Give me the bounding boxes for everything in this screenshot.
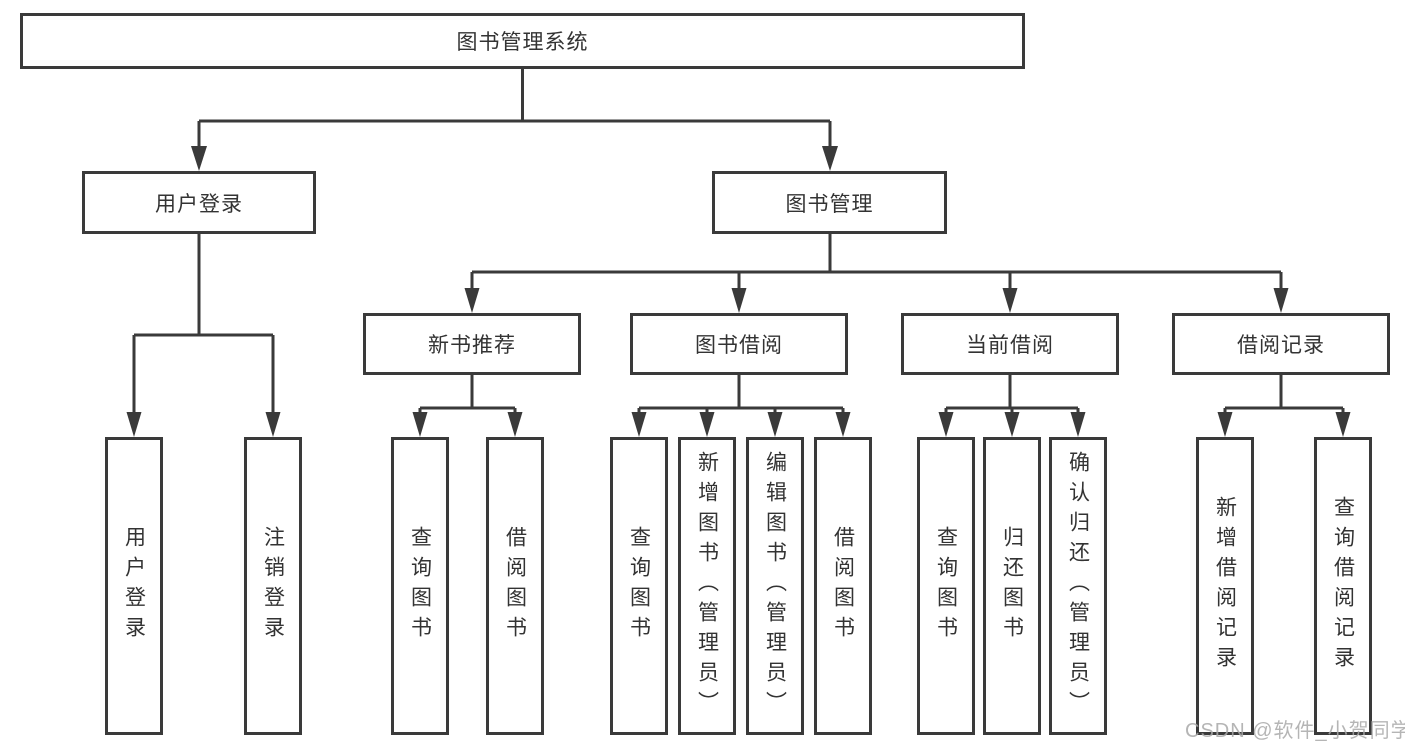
connector-new-book-recommend-branch [412,375,523,437]
leaf-label: 查询图书 [934,526,958,646]
leaf-label: 归还图书 [1000,526,1024,646]
leaf-edit-book-admin: 编辑图书（管理员） [746,437,804,735]
leaf-query-borrow-record: 查询借阅记录 [1314,437,1372,735]
connector-current-borrow-branch [938,375,1086,437]
connector-book-management-to-level3 [464,234,1289,313]
leaf-query-books-current: 查询图书 [917,437,975,735]
leaf-label: 确认归还（管理员） [1066,451,1090,721]
connector-root-to-level2 [191,69,838,171]
leaf-label: 查询图书 [627,526,651,646]
leaf-label: 注销登录 [261,526,285,646]
leaf-borrow-books-recommend: 借阅图书 [486,437,544,735]
leaf-label: 新增借阅记录 [1213,496,1237,676]
leaf-label: 编辑图书（管理员） [763,451,787,721]
connector-borrow-records-branch [1217,375,1351,437]
leaf-label: 借阅图书 [831,526,855,646]
node-root: 图书管理系统 [20,13,1025,69]
node-user-login: 用户登录 [82,171,316,234]
leaf-add-borrow-record: 新增借阅记录 [1196,437,1254,735]
node-borrow-records: 借阅记录 [1172,313,1390,375]
leaf-add-book-admin: 新增图书（管理员） [678,437,736,735]
connector-book-borrow-branch [631,375,851,437]
node-new-book-recommend: 新书推荐 [363,313,581,375]
leaf-return-books: 归还图书 [983,437,1041,735]
leaf-label: 新增图书（管理员） [695,451,719,721]
node-book-management: 图书管理 [712,171,947,234]
leaf-label: 查询图书 [408,526,432,646]
leaf-label: 用户登录 [122,526,146,646]
leaf-confirm-return-admin: 确认归还（管理员） [1049,437,1107,735]
leaf-label: 借阅图书 [503,526,527,646]
leaf-query-books-recommend: 查询图书 [391,437,449,735]
leaf-borrow-books: 借阅图书 [814,437,872,735]
node-current-borrow: 当前借阅 [901,313,1119,375]
leaf-logout-login: 注销登录 [244,437,302,735]
leaf-user-login: 用户登录 [105,437,163,735]
leaf-query-books-borrow: 查询图书 [610,437,668,735]
csdn-watermark: CSDN @软件_小贺同学 [1185,720,1405,742]
leaf-label: 查询借阅记录 [1331,496,1355,676]
connector-user-login-branch [126,234,281,437]
node-book-borrow: 图书借阅 [630,313,848,375]
